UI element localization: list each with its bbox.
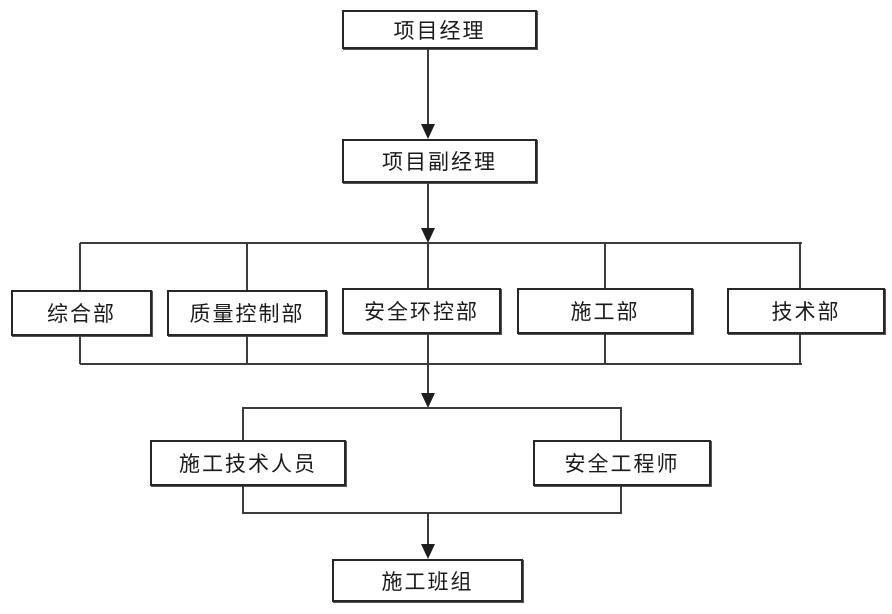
node-safety-engineer-label: 安全工程师: [564, 452, 680, 476]
stub-below-safety-engineer: [620, 486, 622, 513]
rung-below-quality-control-dept: [246, 336, 248, 364]
node-project-manager-label: 项目经理: [393, 18, 486, 43]
node-deputy-project-manager-label: 项目副经理: [382, 150, 497, 174]
rung-above-construction-dept: [604, 243, 606, 290]
node-safety-env-control-dept-label: 安全环控部: [364, 300, 479, 324]
staff-top-rail: [242, 407, 622, 409]
node-construction-crew-label: 施工班组: [381, 569, 474, 594]
node-technology-dept-label: 技术部: [771, 300, 841, 324]
connector-pm-to-deputy: [427, 49, 429, 126]
rung-above-general-dept: [79, 243, 81, 290]
rung-below-general-dept: [79, 336, 81, 364]
node-safety-engineer: 安全工程师: [533, 440, 711, 486]
department-top-rail: [80, 242, 802, 244]
rung-below-safety-env-control-dept: [427, 334, 429, 364]
stub-above-safety-engineer: [620, 408, 622, 440]
node-construction-dept-label: 施工部: [570, 300, 640, 324]
rung-below-construction-dept: [604, 334, 606, 364]
connector-departments-to-staff-rail: [427, 364, 429, 394]
node-general-dept-label: 综合部: [47, 302, 116, 326]
arrowhead-deputy-to-rail: [421, 228, 435, 243]
connector-staff-to-crew: [427, 514, 429, 546]
rung-above-quality-control-dept: [246, 243, 248, 290]
stub-below-construction-tech-staff: [242, 486, 244, 513]
arrowhead-pm-to-deputy: [421, 124, 435, 139]
node-general-dept: 综合部: [11, 290, 152, 336]
node-safety-env-control-dept: 安全环控部: [342, 288, 501, 334]
node-project-manager: 项目经理: [342, 10, 537, 49]
arrowhead-staff-to-crew: [421, 544, 435, 559]
staff-bottom-rail: [242, 512, 622, 514]
rung-above-safety-env-control-dept: [427, 243, 429, 290]
rung-below-technology-dept: [799, 334, 801, 364]
node-quality-control-dept: 质量控制部: [167, 290, 327, 336]
node-construction-dept: 施工部: [517, 288, 693, 334]
node-technology-dept: 技术部: [727, 288, 885, 334]
stub-above-construction-tech-staff: [242, 408, 244, 440]
node-deputy-project-manager: 项目副经理: [342, 139, 537, 183]
node-construction-tech-staff-label: 施工技术人员: [179, 452, 317, 476]
node-construction-tech-staff: 施工技术人员: [150, 440, 346, 486]
rung-above-technology-dept: [799, 243, 801, 290]
arrowhead-departments-to-staff-rail: [421, 393, 435, 408]
department-bottom-rail: [80, 363, 802, 365]
node-construction-crew: 施工班组: [332, 559, 523, 602]
connector-deputy-to-rail: [427, 183, 429, 229]
node-quality-control-dept-label: 质量控制部: [189, 302, 305, 326]
